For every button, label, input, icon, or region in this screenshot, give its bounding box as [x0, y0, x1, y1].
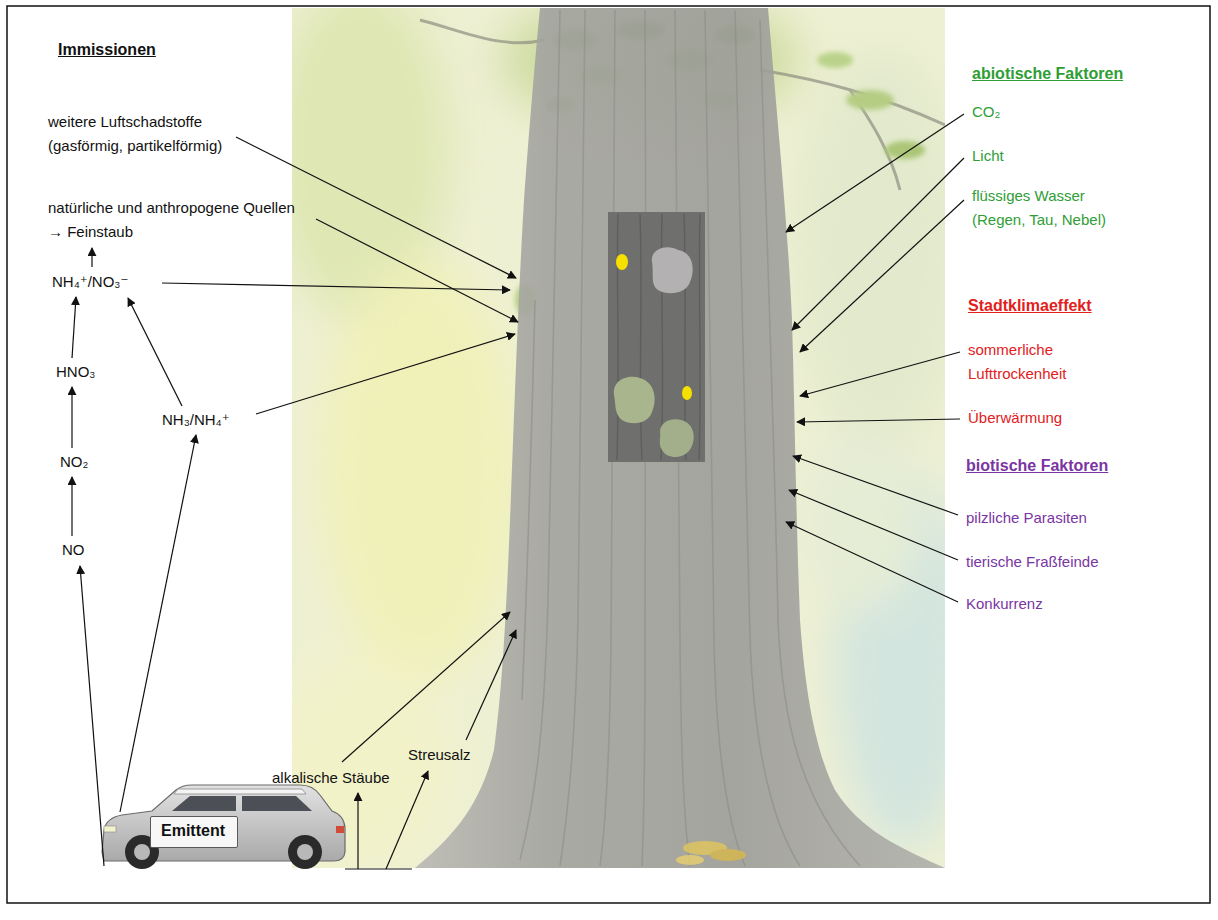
leader-arrow [120, 435, 196, 812]
factor-label: Konkurrenz [966, 594, 1043, 614]
factor-label: pilzliche Parasiten [966, 508, 1087, 528]
leader-arrow [91, 248, 92, 267]
factor-label: tierische Fraßfeinde [966, 552, 1099, 572]
lichen-spot [660, 419, 694, 457]
leader-arrow [316, 219, 518, 322]
section-heading: Stadtklimaeffekt [968, 296, 1092, 316]
leader-arrow [797, 419, 960, 422]
lichen-spot [614, 377, 655, 423]
leader-arrow [800, 352, 960, 396]
lichen-spot [652, 247, 693, 293]
lichen-spot [616, 254, 628, 270]
tree-photo [292, 8, 945, 868]
leader-arrow [128, 298, 182, 406]
section-heading: Immissionen [58, 40, 156, 60]
leader-arrow [792, 158, 964, 330]
formula-label: NO₂ [60, 452, 88, 472]
pollutant-label: Streusalz [408, 745, 471, 765]
leader-arrow [71, 387, 72, 448]
leader-arrow [789, 490, 958, 560]
lichen-spot [682, 386, 692, 400]
bark-patch [608, 212, 705, 462]
ground-line [345, 868, 412, 869]
leader-arrow [72, 297, 76, 358]
frame [7, 6, 1210, 903]
leader-arrow [800, 200, 964, 352]
leader-arrow [357, 793, 358, 869]
leader-arrow [786, 114, 964, 232]
pollutant-label: natürliche und anthropogene Quellen → Fe… [48, 196, 310, 244]
leader-arrow [342, 612, 510, 762]
box-text: Emittent [161, 821, 227, 841]
leader-arrow [386, 771, 428, 869]
factor-label: sommerliche Lufttrockenheit [968, 338, 1098, 386]
leader-arrow [466, 630, 516, 740]
leader-arrow [71, 477, 72, 536]
formula-label: NH₄⁺/NO₃⁻ [52, 272, 128, 292]
formula-label: HNO₃ [56, 362, 95, 382]
factor-label: Überwärmung [968, 408, 1062, 428]
leader-arrow [786, 522, 958, 602]
leader-arrow [256, 334, 515, 414]
factor-label: CO₂ [972, 102, 1000, 122]
formula-label: NH₃/NH₄⁺ [162, 410, 230, 430]
section-heading: biotische Faktoren [966, 456, 1108, 476]
factor-label: flüssiges Wasser (Regen, Tau, Nebel) [972, 184, 1137, 232]
leader-arrow [162, 283, 510, 290]
emitter-box: Emittent [150, 816, 238, 848]
pollutant-label: weitere Luftschadstoffe (gasförmig, part… [48, 110, 223, 158]
formula-label: NO [62, 540, 85, 560]
leader-arrow [80, 566, 104, 866]
factor-label: Licht [972, 146, 1004, 166]
leader-arrow [793, 456, 958, 515]
car-symbol [102, 785, 345, 869]
section-heading: abiotische Faktoren [972, 64, 1123, 84]
pollutant-label: alkalische Stäube [272, 768, 390, 788]
